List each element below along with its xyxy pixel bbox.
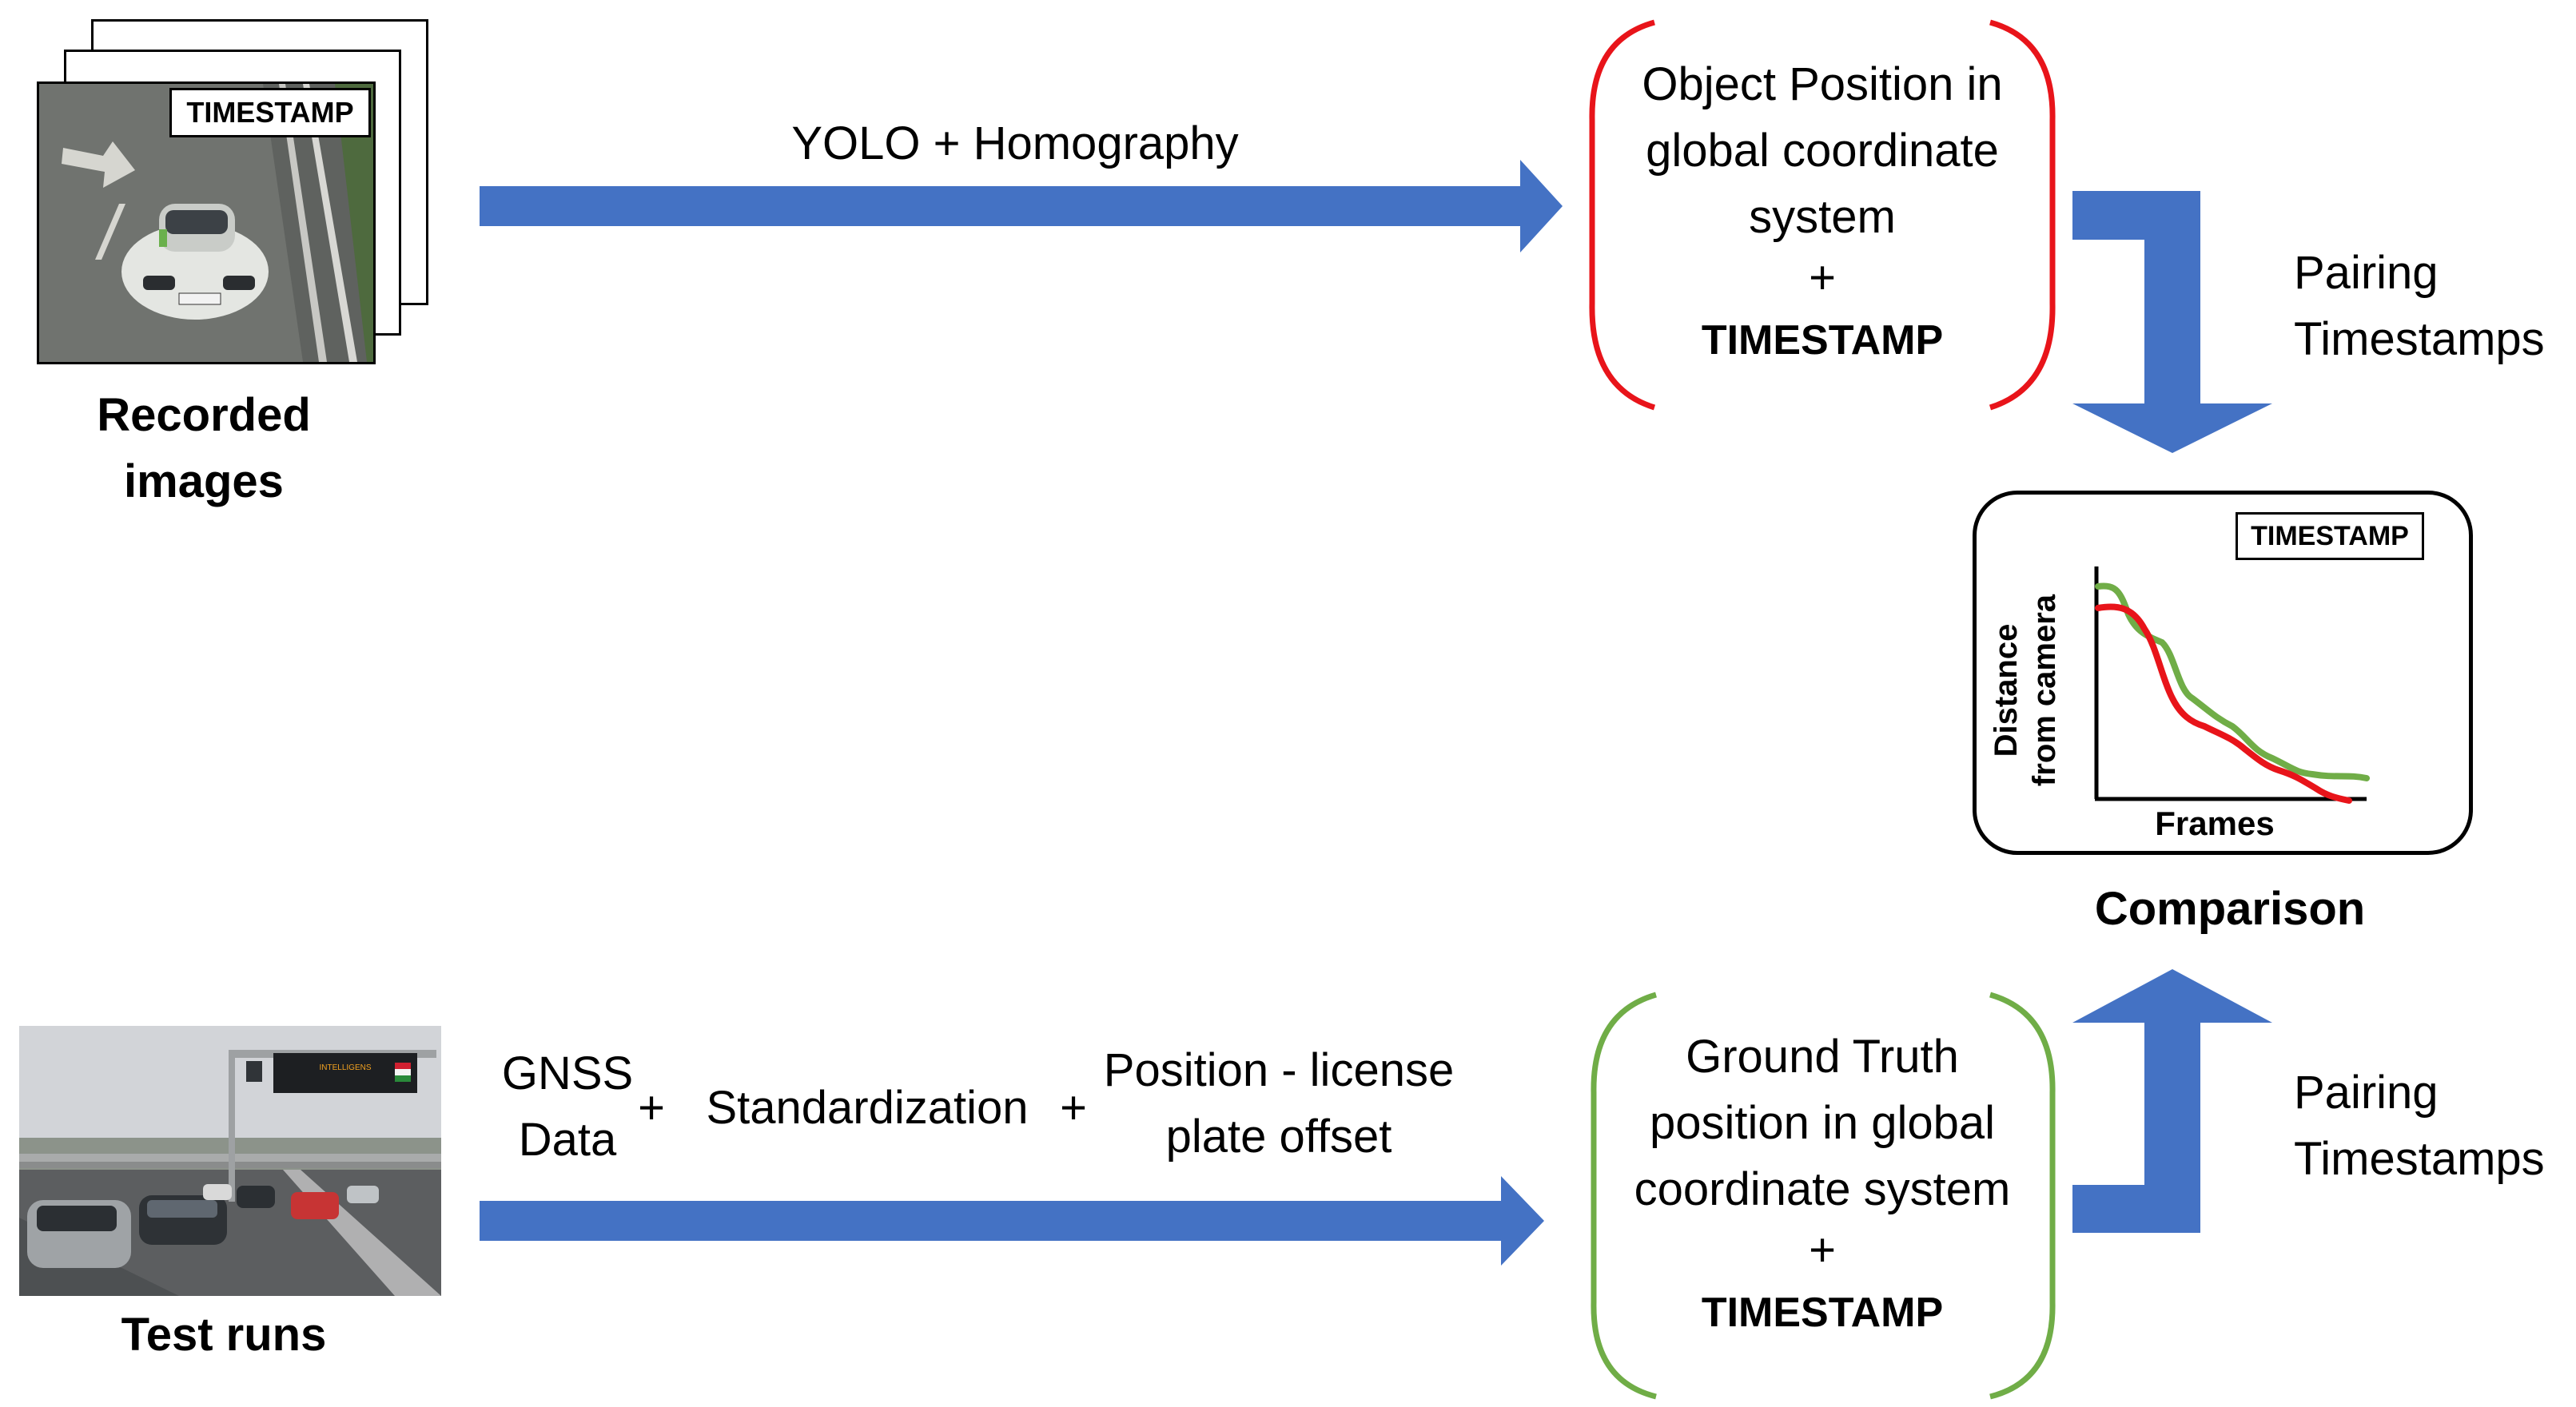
overhead-sign-text: INTELLIGENS <box>319 1063 371 1072</box>
object-box-plus: + <box>1809 252 1836 304</box>
comparison-box: Distance from camera Frames TIMESTAMP <box>1973 491 2473 855</box>
pairing-top-line2: Timestamps <box>2294 313 2545 365</box>
ground-truth-timestamp: TIMESTAMP <box>1701 1290 1944 1336</box>
gnss-line1: GNSS <box>501 1047 634 1099</box>
object-box-timestamp: TIMESTAMP <box>1701 317 1944 364</box>
object-box-line1: Object Position in <box>1642 58 2003 110</box>
highway-scene-illustration: INTELLIGENS <box>19 1026 441 1296</box>
ground-truth-left-bracket <box>1591 992 1657 1400</box>
measured-curve <box>2095 603 2352 804</box>
ground-truth-line1: Ground Truth <box>1686 1031 1959 1083</box>
object-position-box: Object Position in global coordinate sys… <box>1599 51 2046 375</box>
plot-ylabel-line1: Distance <box>1989 624 2024 757</box>
recorded-images-stack: TIMESTAMP <box>35 19 428 364</box>
pairing-bottom-arrow <box>2072 969 2272 1233</box>
offset-line2: plate offset <box>1165 1111 1392 1163</box>
plate-offset-label: Position - license plate offset <box>1079 1037 1479 1170</box>
gnss-data-label: GNSS Data <box>488 1040 647 1173</box>
object-box-line2: global coordinate <box>1646 125 1999 177</box>
camera-frame-image <box>37 81 376 364</box>
offset-line1: Position - license <box>1103 1044 1455 1096</box>
pairing-timestamps-bottom: Pairing Timestamps <box>2294 1059 2566 1192</box>
recorded-timestamp-label: TIMESTAMP <box>169 88 371 137</box>
ground-truth-plus: + <box>1809 1224 1836 1276</box>
pairing-top-arrow <box>2072 191 2272 453</box>
pairing-bottom-line2: Timestamps <box>2294 1133 2545 1185</box>
plus-sign-1: + <box>638 1082 665 1134</box>
ground-truth-line2: position in global <box>1649 1097 1996 1149</box>
recorded-images-caption: Recorded images <box>48 382 360 515</box>
object-box-right-bracket <box>1989 19 2056 411</box>
yolo-arrow <box>480 160 1563 252</box>
test-runs-caption: Test runs <box>121 1309 327 1361</box>
object-box-left-bracket <box>1589 19 1656 411</box>
test-runs-image: INTELLIGENS <box>19 1026 441 1296</box>
pairing-top-line1: Pairing <box>2294 247 2439 299</box>
plus-sign-2: + <box>1060 1082 1087 1134</box>
ground-truth-line3: coordinate system <box>1634 1163 2011 1215</box>
standardization-label: Standardization <box>706 1082 1029 1134</box>
object-box-line3: system <box>1749 191 1896 243</box>
ground-truth-curve <box>2095 582 2370 781</box>
recorded-caption-line1: Recorded <box>97 389 311 441</box>
ground-truth-right-bracket <box>1989 992 2056 1400</box>
ground-truth-box: Ground Truth position in global coordina… <box>1599 1023 2046 1347</box>
comparison-timestamp-label: TIMESTAMP <box>2236 512 2424 560</box>
pairing-timestamps-top: Pairing Timestamps <box>2294 240 2566 372</box>
plot-xlabel: Frames <box>2155 805 2274 842</box>
gnss-arrow <box>480 1176 1544 1266</box>
road-scene-illustration <box>39 84 373 362</box>
plot-y-label-group: Distance from camera <box>1989 594 2062 786</box>
recorded-caption-line2: images <box>124 455 284 507</box>
plot-ylabel-line2: from camera <box>2027 594 2062 786</box>
comparison-caption: Comparison <box>2094 883 2366 935</box>
gnss-line2: Data <box>518 1114 617 1166</box>
yolo-homography-label: YOLO + Homography <box>791 117 1239 169</box>
pairing-bottom-line1: Pairing <box>2294 1067 2439 1119</box>
comparison-plot: Distance from camera Frames <box>1989 566 2370 842</box>
